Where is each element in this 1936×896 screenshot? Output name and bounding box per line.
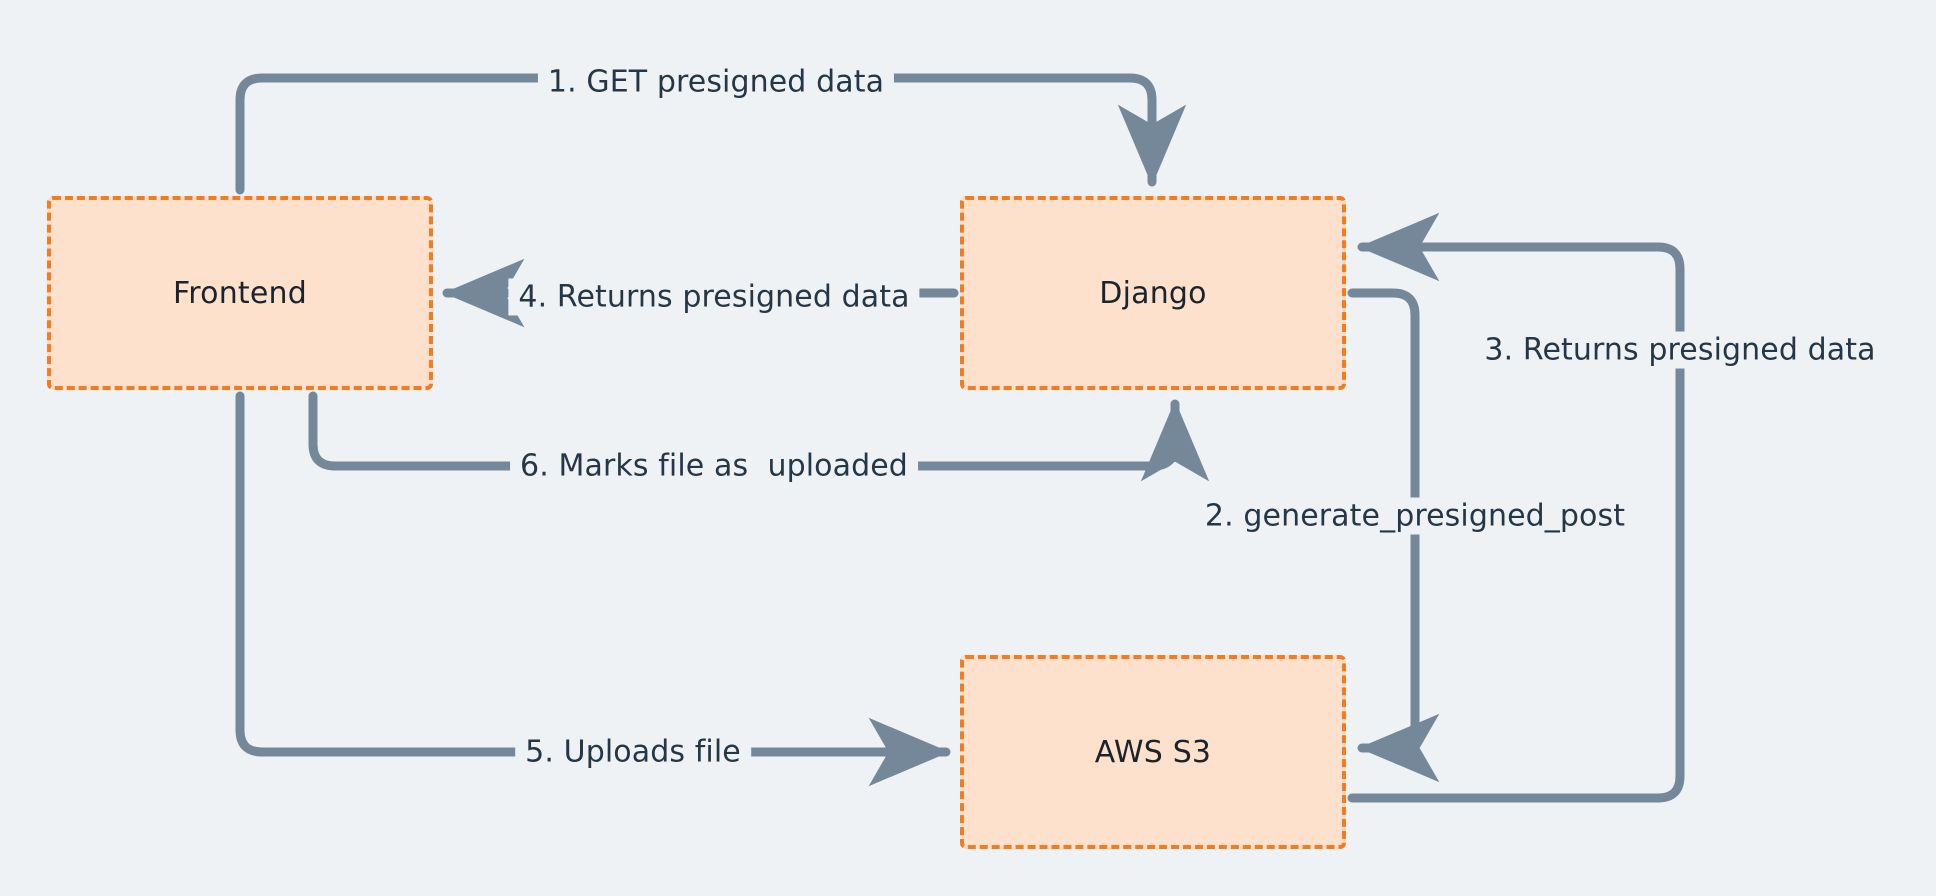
node-django-label: Django: [1099, 275, 1207, 311]
node-frontend-label: Frontend: [173, 275, 307, 311]
edge-label-3: 3. Returns presigned data: [1474, 331, 1886, 369]
connector-5-uploads-file: [235, 391, 951, 787]
edge-label-5: 5. Uploads file: [515, 733, 751, 771]
edge-label-4: 4. Returns presigned data: [508, 278, 920, 316]
edge-label-2: 2. generate_presigned_post: [1194, 497, 1636, 535]
node-frontend[interactable]: Frontend: [47, 196, 433, 390]
node-django[interactable]: Django: [960, 196, 1346, 390]
node-aws-s3[interactable]: AWS S3: [960, 655, 1346, 849]
connector-3-returns-presigned-data: [1347, 212, 1685, 803]
node-aws-s3-label: AWS S3: [1094, 734, 1212, 770]
edge-label-6: 6. Marks file as uploaded: [510, 447, 918, 485]
edge-label-1: 1. GET presigned data: [537, 63, 895, 101]
